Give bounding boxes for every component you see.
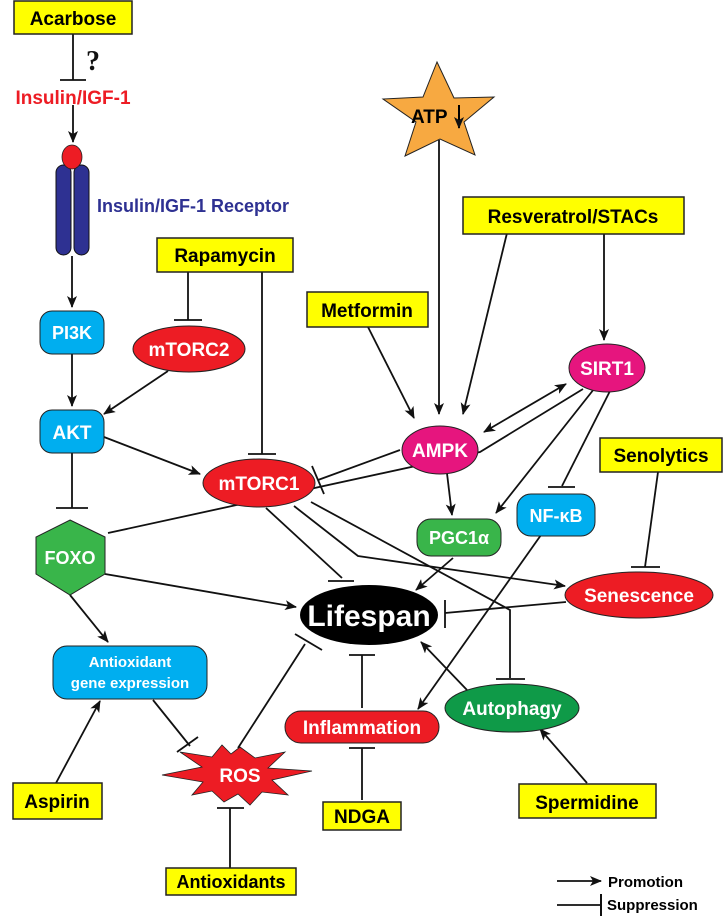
label-senescence: Senescence — [584, 586, 694, 607]
label-metformin: Metformin — [321, 301, 413, 322]
label-pi3k: PI3K — [52, 323, 92, 343]
node-senolytics: Senolytics — [599, 437, 723, 473]
label-foxo: FOXO — [44, 548, 95, 568]
node-mtorc2: mTORC2 — [132, 325, 246, 373]
suppression-bar — [176, 736, 199, 753]
edge-nfkb-inflammation — [417, 534, 542, 710]
node-spermidine: Spermidine — [518, 783, 657, 819]
edge-aspirin-antioxidant — [55, 700, 101, 784]
node-antioxidants: Antioxidants — [165, 867, 297, 896]
edge-akt-mtorc1 — [103, 436, 201, 475]
node-sirt1: SIRT1 — [568, 343, 646, 393]
label-aspirin: Aspirin — [24, 792, 89, 813]
label-atp: ATP — [411, 107, 448, 128]
legend-suppression-label: Suppression — [607, 897, 698, 914]
edge-mtorc1-senescence — [293, 505, 566, 590]
label-antioxidant-line2: gene expression — [71, 675, 189, 692]
suppression-bar — [311, 465, 325, 495]
edge-ros-lifespan — [237, 643, 306, 749]
node-lifespan: Lifespan — [300, 585, 438, 645]
edge-sirt1-nfkb — [561, 390, 611, 487]
label-inflammation: Inflammation — [303, 718, 421, 739]
node-atp: ATP — [381, 60, 496, 157]
node-foxo: FOXO — [35, 519, 106, 596]
label-spermidine: Spermidine — [535, 793, 638, 814]
edge-metformin-ampk — [367, 326, 415, 419]
node-akt: AKT — [39, 409, 105, 454]
node-receptor — [55, 144, 90, 256]
node-autophagy: Autophagy — [444, 683, 580, 733]
label-resveratrol: Resveratrol/STACs — [488, 207, 659, 228]
legend-promotion-label: Promotion — [608, 874, 683, 891]
label-receptor: Insulin/IGF-1 Receptor — [97, 196, 289, 216]
label-insulin-igf1: Insulin/IGF-1 — [15, 88, 130, 109]
label-acarbose: Acarbose — [30, 9, 117, 30]
edge-senolytics-senescence — [644, 471, 659, 568]
node-ros: ROS — [161, 744, 313, 806]
edge-ampk-sirt1 — [483, 383, 567, 433]
label-sirt1: SIRT1 — [580, 359, 634, 380]
label-senolytics: Senolytics — [613, 446, 708, 467]
node-ndga: NDGA — [322, 801, 402, 831]
label-akt: AKT — [52, 423, 91, 444]
edge-spermidine-autophagy — [539, 728, 588, 784]
edge-antioxidant-ros — [152, 699, 191, 747]
edge-mtorc1-lifespan — [265, 507, 343, 579]
label-ampk: AMPK — [412, 441, 468, 462]
star-icon — [381, 60, 496, 157]
edge-resveratrol-ampk — [460, 232, 508, 415]
label-ros: ROS — [219, 766, 260, 787]
edge-senescence-lifespan — [444, 601, 567, 614]
label-mtorc2: mTORC2 — [149, 340, 230, 361]
edge-autophagy-lifespan — [420, 641, 468, 691]
starburst-icon — [161, 744, 313, 806]
label-antioxidants: Antioxidants — [176, 872, 285, 892]
label-autophagy: Autophagy — [462, 699, 562, 720]
node-rapamycin: Rapamycin — [156, 237, 294, 273]
label-ndga: NDGA — [334, 807, 390, 828]
node-pgc1a: PGC1α — [416, 518, 502, 557]
node-pi3k: PI3K — [39, 310, 105, 355]
node-mtorc1: mTORC1 — [202, 458, 316, 508]
label-lifespan: Lifespan — [307, 600, 430, 633]
edge-foxo-lifespan — [104, 573, 297, 611]
edge-sirt1-pgc1a — [495, 388, 595, 514]
node-senescence: Senescence — [564, 571, 714, 619]
label-nfkb: NF-κB — [529, 506, 582, 526]
edge-mtorc1-autophagy — [310, 501, 511, 678]
edge-foxo-antioxidant — [69, 594, 109, 643]
node-ampk: AMPK — [401, 425, 479, 475]
suppression-bar — [294, 633, 323, 651]
edge-pgc1a-lifespan — [415, 557, 454, 591]
edge-mtorc2-akt — [103, 370, 169, 415]
node-antioxidant-gene-expression: Antioxidant gene expression — [52, 645, 208, 700]
node-acarbose: Acarbose — [13, 0, 133, 35]
node-aspirin: Aspirin — [12, 782, 103, 820]
node-inflammation: Inflammation — [284, 710, 440, 744]
question-mark: ? — [86, 46, 100, 77]
node-nfkb: NF-κB — [516, 493, 596, 537]
edge-sirt1-foxo — [107, 388, 584, 534]
label-pgc1a: PGC1α — [429, 528, 489, 548]
edge-ampk-mtorc1 — [317, 449, 401, 481]
label-rapamycin: Rapamycin — [174, 246, 275, 267]
label-mtorc1: mTORC1 — [219, 474, 300, 495]
node-metformin: Metformin — [306, 291, 429, 328]
edges — [55, 33, 660, 868]
label-antioxidant-line1: Antioxidant — [89, 654, 172, 671]
legend: Promotion Suppression — [557, 874, 698, 916]
node-resveratrol: Resveratrol/STACs — [462, 196, 685, 235]
